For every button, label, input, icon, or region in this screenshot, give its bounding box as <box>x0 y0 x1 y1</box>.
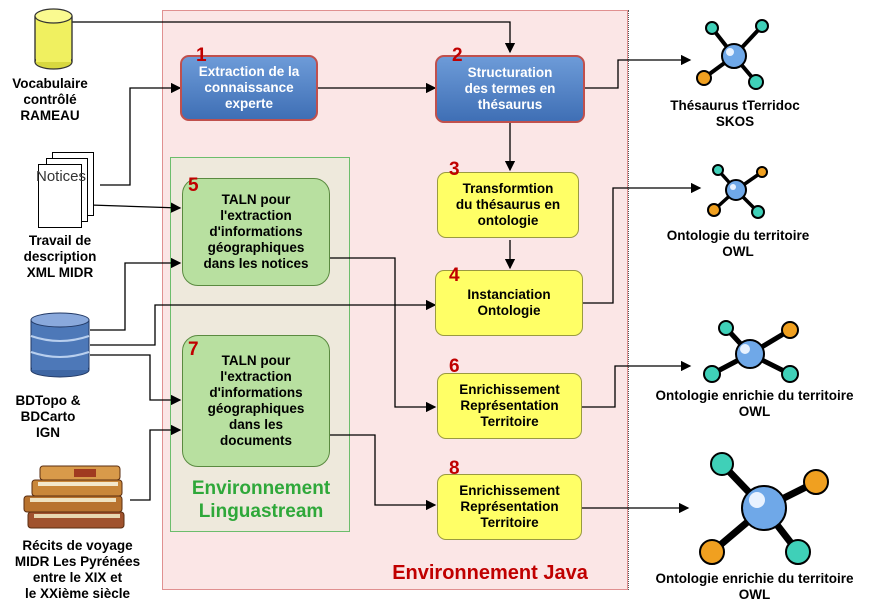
molecule-icon <box>696 19 769 90</box>
arrow-step7-to-step8 <box>330 434 437 511</box>
step-number-5: 5 <box>188 175 199 196</box>
step-number-4: 4 <box>449 265 460 286</box>
arrow-step5-to-step6 <box>330 257 437 413</box>
arrow-rameau-to-step2 <box>72 21 516 54</box>
molecule-icon <box>707 164 768 219</box>
step-number-6: 6 <box>449 356 460 377</box>
database-cylinder-icon <box>34 8 73 70</box>
database-stack-icon <box>30 312 90 378</box>
java-environment-divider <box>628 10 629 590</box>
step-number-8: 8 <box>449 458 460 479</box>
step-number-1: 1 <box>196 45 207 66</box>
java-environment-label: Environnement Java <box>392 562 588 584</box>
documents-label: Notices <box>35 168 87 185</box>
step-number-3: 3 <box>449 159 460 180</box>
arrow-step4-to-ontology <box>583 182 702 304</box>
arrow-books-to-step7 <box>130 424 182 501</box>
step-number-2: 2 <box>452 45 463 66</box>
arrow-bdtopo-to-step4 <box>90 299 437 346</box>
books-icon <box>23 465 125 529</box>
arrow-notices-to-step1 <box>100 82 182 186</box>
arrow-step6-to-enriched-ontology-1 <box>582 360 692 408</box>
arrow-bdtopo-to-step7 <box>90 354 182 406</box>
molecule-icon <box>703 320 799 383</box>
arrow-notices-to-step5 <box>89 202 182 213</box>
arrow-step2-to-thesaurus <box>585 54 692 89</box>
arrow-bdtopo-to-step5 <box>90 257 182 331</box>
step-number-7: 7 <box>188 339 199 360</box>
documents-stack-icon: Notices <box>36 152 94 228</box>
molecule-icon <box>699 452 829 565</box>
